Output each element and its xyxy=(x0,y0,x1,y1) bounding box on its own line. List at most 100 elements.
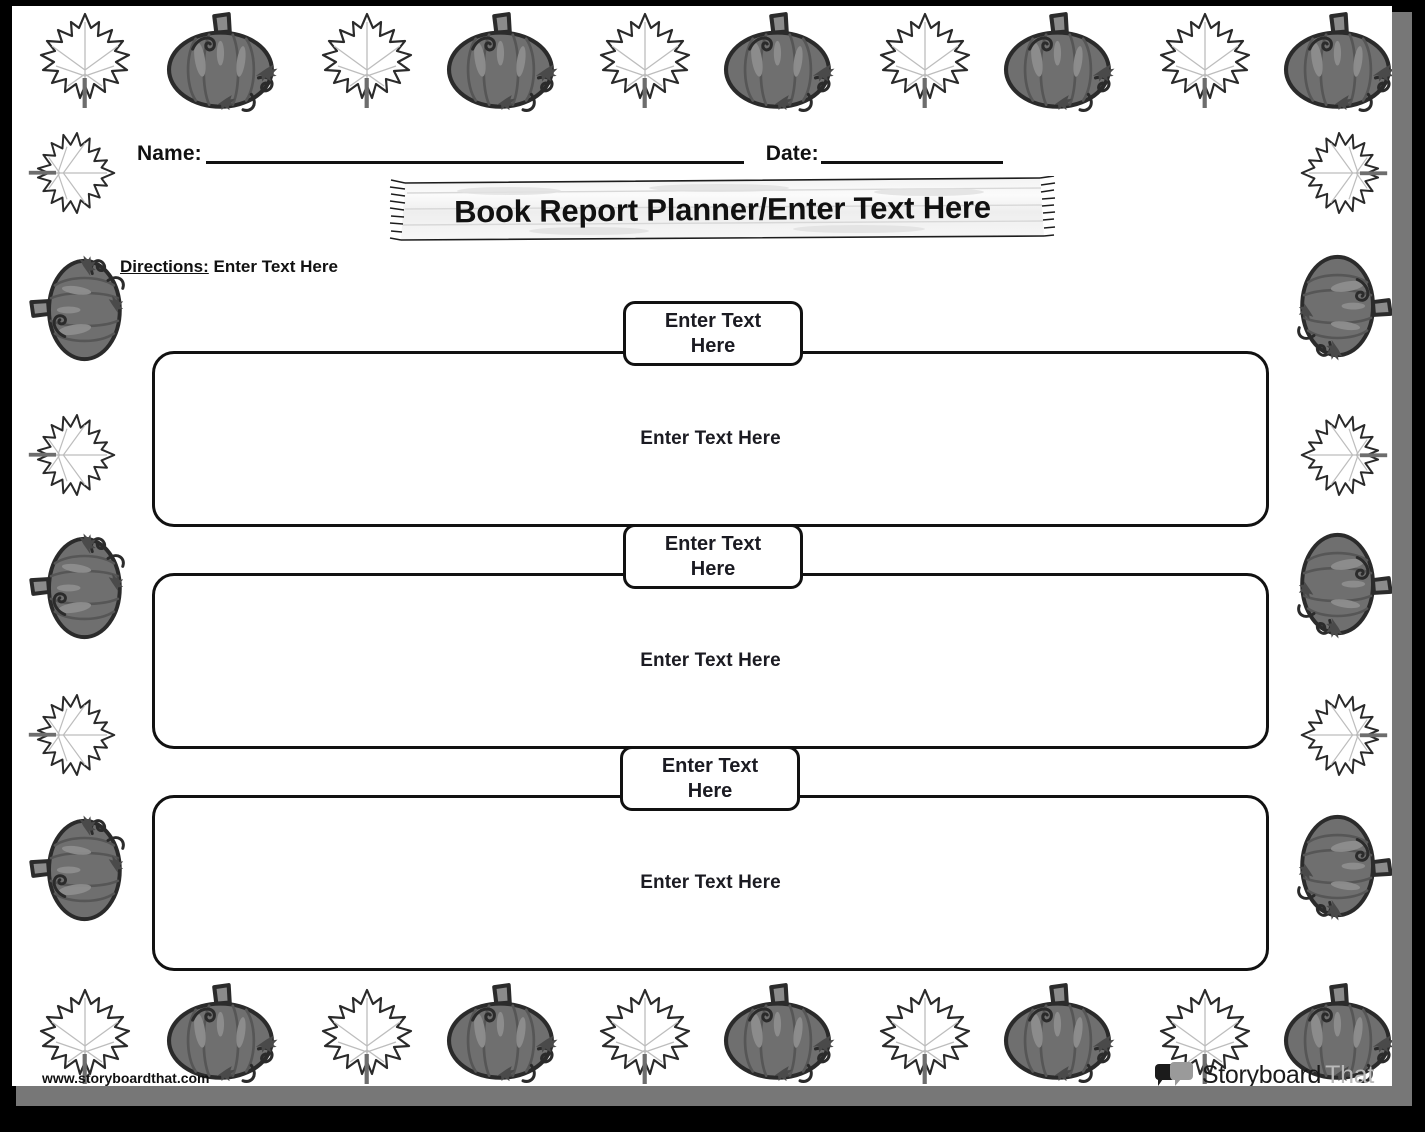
section-label-tab-2[interactable]: Enter Text Here xyxy=(623,524,803,589)
pumpkin-icon xyxy=(1283,12,1392,112)
tab-3-line-1: Enter Text xyxy=(661,754,759,777)
decoration-pumpkin-bottom-3 xyxy=(440,981,565,1086)
speech-bubble-icon xyxy=(1154,1062,1195,1086)
decoration-leaf-right-0 xyxy=(1295,123,1392,223)
tab-2-line-2: Here xyxy=(690,557,736,580)
content-box-1-text: Enter Text Here xyxy=(640,428,781,449)
pumpkin-icon xyxy=(446,983,558,1083)
footer-url[interactable]: www.storyboardthat.com xyxy=(42,1070,210,1086)
decoration-pumpkin-bottom-7 xyxy=(997,981,1122,1086)
logo-primary-text: Storyboard xyxy=(1201,1060,1322,1087)
decoration-leaf-bottom-4 xyxy=(590,984,700,1086)
pumpkin-icon xyxy=(166,12,278,112)
decoration-leaf-right-2 xyxy=(1295,405,1392,505)
pumpkin-icon xyxy=(166,983,278,1083)
decoration-leaf-bottom-2 xyxy=(312,984,422,1086)
decoration-pumpkin-top-3 xyxy=(440,10,565,118)
decoration-pumpkin-left-1 xyxy=(27,249,131,367)
maple-leaf-icon xyxy=(1159,12,1251,108)
storyboardthat-logo[interactable]: Storyboard That xyxy=(1154,1058,1374,1087)
pumpkin-icon xyxy=(1297,814,1392,921)
maple-leaf-icon xyxy=(321,12,413,108)
decoration-leaf-top-8 xyxy=(1150,8,1260,113)
decoration-pumpkin-right-1 xyxy=(1291,249,1392,367)
student-info-row: Name: Date: xyxy=(137,134,1147,164)
decoration-leaf-bottom-8 xyxy=(1150,984,1260,1086)
content-box-1[interactable]: Enter Text Here xyxy=(152,351,1269,527)
pumpkin-icon xyxy=(1003,983,1115,1083)
title-banner: Book Report Planner/Enter Text Here xyxy=(389,176,1056,243)
decoration-pumpkin-top-1 xyxy=(160,10,285,118)
pumpkin-icon xyxy=(1283,983,1392,1083)
tab-1-line-1: Enter Text xyxy=(664,309,762,332)
ribbon-graphic xyxy=(389,176,1056,241)
content-box-2[interactable]: Enter Text Here xyxy=(152,573,1269,749)
section-label-tab-3[interactable]: Enter Text Here xyxy=(620,746,800,811)
worksheet-page: Name: Date: xyxy=(12,6,1392,1086)
section-label-tab-1-text: Enter Text Here xyxy=(659,309,767,359)
maple-leaf-icon xyxy=(321,988,413,1084)
decoration-pumpkin-top-5 xyxy=(717,10,842,118)
maple-leaf-icon xyxy=(599,12,691,108)
maple-leaf-icon xyxy=(1159,988,1251,1084)
decoration-pumpkin-left-5 xyxy=(27,809,131,927)
tab-2-line-1: Enter Text xyxy=(664,532,762,555)
pumpkin-icon xyxy=(29,533,125,640)
decoration-leaf-left-0 xyxy=(23,123,121,223)
decoration-leaf-left-2 xyxy=(23,405,121,505)
decoration-leaf-top-4 xyxy=(590,8,700,113)
decoration-leaf-bottom-0 xyxy=(30,984,140,1086)
maple-leaf-icon xyxy=(39,988,131,1084)
pumpkin-icon xyxy=(723,983,835,1083)
decoration-pumpkin-bottom-9 xyxy=(1277,981,1392,1086)
decoration-pumpkin-right-3 xyxy=(1291,527,1392,645)
maple-leaf-icon xyxy=(28,132,116,214)
maple-leaf-icon xyxy=(1300,694,1388,776)
decoration-pumpkin-bottom-5 xyxy=(717,981,842,1086)
decoration-pumpkin-left-3 xyxy=(27,527,131,645)
maple-leaf-icon xyxy=(28,694,116,776)
worksheet-title: Book Report Planner/Enter Text Here xyxy=(453,189,992,229)
decoration-leaf-right-4 xyxy=(1295,685,1392,785)
maple-leaf-icon xyxy=(1300,414,1388,496)
decoration-pumpkin-top-9 xyxy=(1277,10,1392,118)
decoration-leaf-left-4 xyxy=(23,685,121,785)
directions-label: Directions: xyxy=(120,257,209,276)
maple-leaf-icon xyxy=(28,414,116,496)
tab-3-line-2: Here xyxy=(687,779,733,802)
maple-leaf-icon xyxy=(879,988,971,1084)
decoration-pumpkin-bottom-1 xyxy=(160,981,285,1086)
content-box-2-text: Enter Text Here xyxy=(640,650,781,671)
directions-text: Enter Text Here xyxy=(213,257,338,276)
section-label-tab-3-text: Enter Text Here xyxy=(656,754,764,804)
pumpkin-icon xyxy=(1003,12,1115,112)
directions-line: Directions: Enter Text Here xyxy=(120,257,338,277)
date-label: Date: xyxy=(765,142,819,165)
tab-1-line-2: Here xyxy=(690,334,736,357)
name-input-line[interactable] xyxy=(205,141,744,164)
pumpkin-icon xyxy=(446,12,558,112)
pumpkin-icon xyxy=(29,255,125,362)
maple-leaf-icon xyxy=(39,12,131,108)
maple-leaf-icon xyxy=(1300,132,1388,214)
speech-bubble-light xyxy=(1169,1062,1193,1086)
name-label: Name: xyxy=(137,142,202,165)
pumpkin-icon xyxy=(723,12,835,112)
decoration-leaf-bottom-6 xyxy=(870,984,980,1086)
content-box-3[interactable]: Enter Text Here xyxy=(152,795,1269,971)
date-input-line[interactable] xyxy=(820,141,1003,164)
decoration-leaf-top-6 xyxy=(870,8,980,113)
section-label-tab-1[interactable]: Enter Text Here xyxy=(623,301,803,366)
maple-leaf-icon xyxy=(599,988,691,1084)
pumpkin-icon xyxy=(1297,254,1392,361)
section-label-tab-2-text: Enter Text Here xyxy=(659,532,767,582)
pumpkin-icon xyxy=(29,815,125,922)
decoration-pumpkin-top-7 xyxy=(997,10,1122,118)
decoration-pumpkin-right-5 xyxy=(1291,809,1392,927)
decoration-leaf-top-2 xyxy=(312,8,422,113)
maple-leaf-icon xyxy=(879,12,971,108)
pumpkin-icon xyxy=(1297,532,1392,639)
content-box-3-text: Enter Text Here xyxy=(640,872,781,893)
decoration-leaf-top-0 xyxy=(30,8,140,113)
